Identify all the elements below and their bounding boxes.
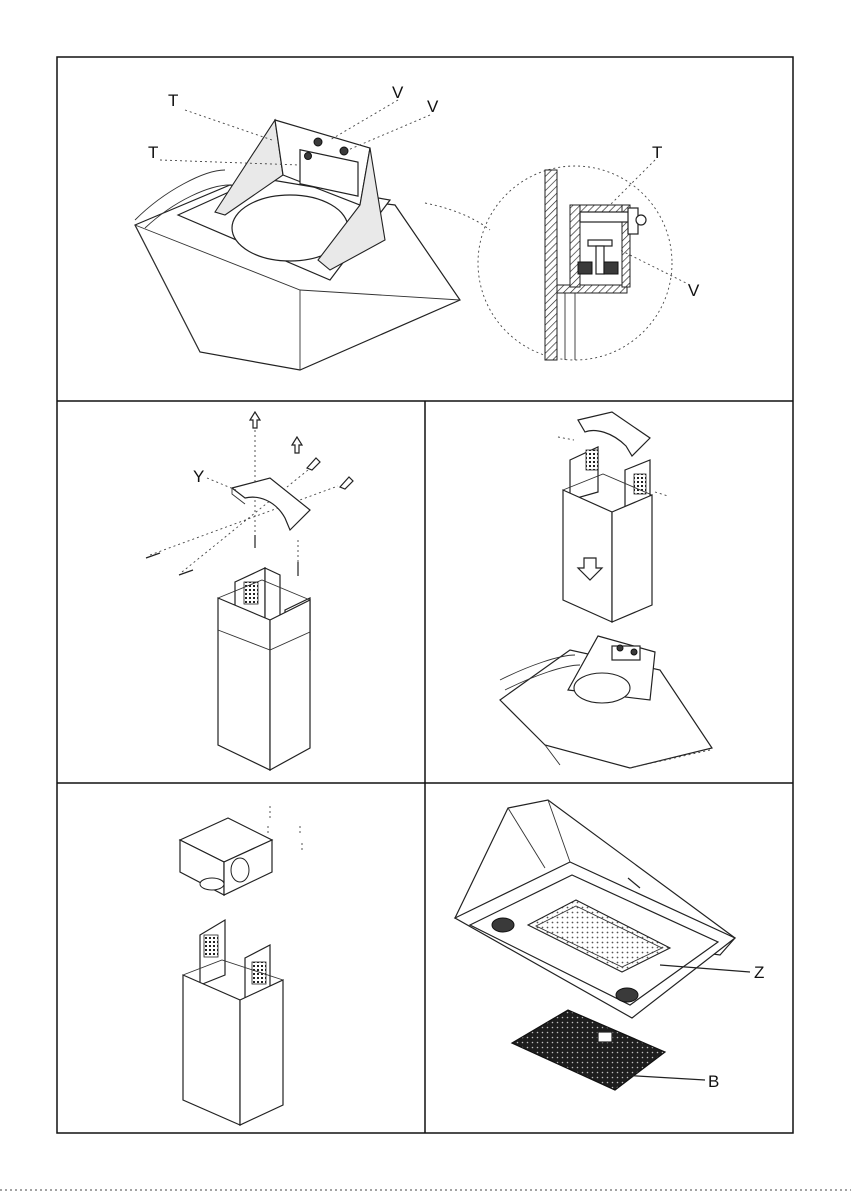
bottom-left-chimney-filter-figure xyxy=(180,806,302,1125)
top-panel-clamp-detail xyxy=(478,160,690,360)
label-t-detail: T xyxy=(652,143,662,162)
label-z: Z xyxy=(754,963,764,982)
label-t-top-left: T xyxy=(168,91,178,110)
top-panel-hood-bracket-figure xyxy=(135,100,490,370)
middle-left-chimney-figure xyxy=(146,412,353,770)
label-b: B xyxy=(708,1072,719,1091)
label-t-top-lower: T xyxy=(148,143,158,162)
label-v-detail: V xyxy=(688,281,700,300)
label-v-top-first: V xyxy=(392,83,404,102)
label-v-top-second: V xyxy=(427,97,439,116)
bottom-right-hood-filters-figure xyxy=(455,800,750,1090)
label-y: Y xyxy=(193,467,204,486)
middle-right-chimney-figure xyxy=(500,412,712,768)
